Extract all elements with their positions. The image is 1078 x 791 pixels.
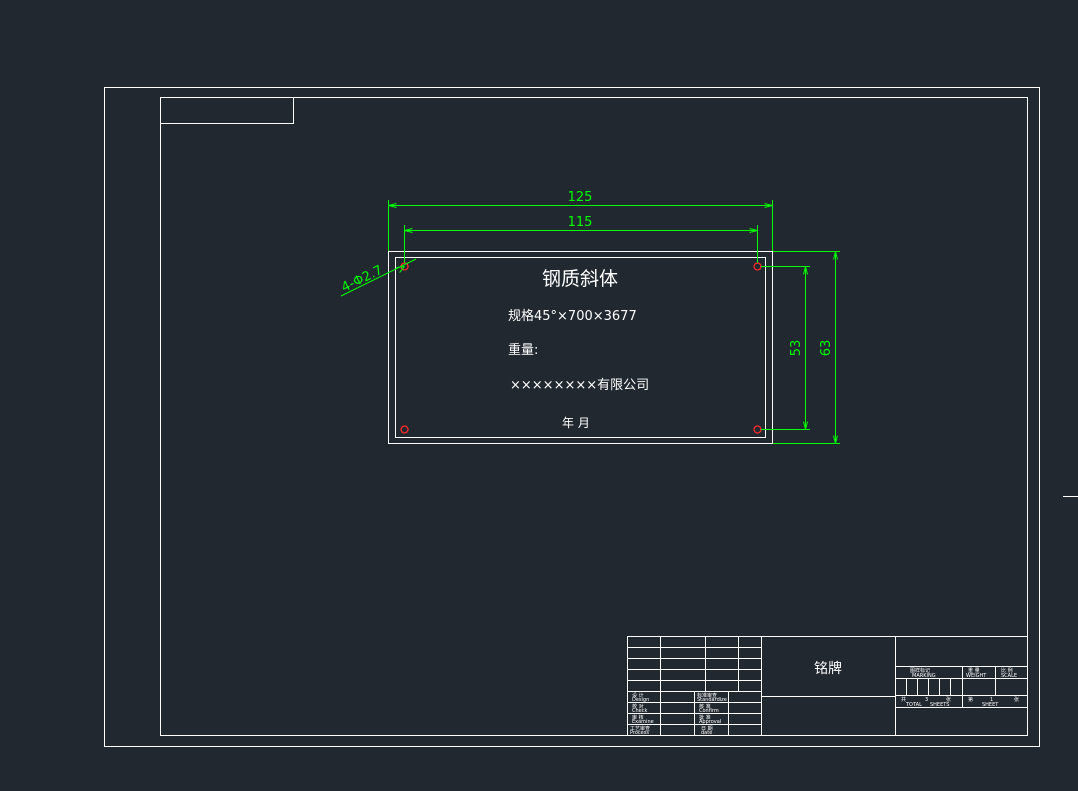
dimension-overall-height: 63 [773, 251, 840, 444]
tb-sheet-no: 1 [990, 697, 993, 703]
tb-standard-en: Standardize [697, 697, 727, 703]
plate-inner-border [395, 257, 766, 438]
tb-examine-cn: 审 核 [632, 714, 644, 721]
mount-hole-bottom-left [400, 425, 409, 434]
tb-date-en: date [701, 730, 712, 736]
tb-check-cn: 校 对 [632, 703, 644, 710]
tb-marking-cn: 图样标记 [910, 667, 930, 674]
top-left-box [160, 97, 294, 124]
tb-marking-en: MARKING [912, 673, 936, 679]
dimension-overall-width: 125 [388, 190, 773, 251]
dimension-hole-spacing-y: 53 [761, 266, 810, 430]
hole-callout-label: 4-Φ2.7 [339, 263, 385, 296]
tb-design-cn: 设 计 [632, 692, 644, 699]
plate-weight: 重量: [508, 342, 538, 358]
tb-sheet-en: SHEET [982, 702, 999, 708]
tb-confirm-en: Confirm [699, 708, 719, 714]
tb-date-cn: 日 期 [701, 726, 713, 732]
plate-company: ××××××××有限公司 [510, 378, 649, 393]
tb-scale-en: SCALE [1001, 673, 1017, 679]
tb-examine-en: Examine [632, 719, 654, 725]
tb-total-suffix: 张 [946, 696, 951, 703]
outer-border [104, 87, 1040, 747]
dimension-label-63: 63 [819, 340, 834, 357]
tb-weight-en: WEIGHT [966, 673, 987, 679]
plate-title: 钢质斜体 [542, 268, 618, 290]
dimension-label-125: 125 [568, 190, 593, 205]
plate-date: 年 月 [562, 416, 590, 430]
inner-border [160, 97, 1028, 736]
tb-sheet-suffix: 张 [1014, 696, 1019, 703]
tb-scale-cn: 比 例 [1001, 667, 1013, 674]
dimension-hole-spacing-x: 115 [404, 215, 758, 263]
tb-process-cn: 工艺审查 [630, 725, 650, 732]
tb-sheets-en: SHEETS [930, 702, 949, 708]
hole-callout-leader: 4-Φ2.7 [339, 258, 417, 297]
tb-confirm-cn: 核 准 [699, 703, 711, 710]
tb-sheet-prefix: 第 [968, 696, 973, 703]
tb-design-en: Design [632, 697, 649, 703]
tb-total-prefix: 共 [901, 696, 906, 703]
mount-hole-bottom-right [753, 425, 762, 434]
title-block: 设 计 Design 校 对 Check 审 核 Examine 工艺审查 Pr… [627, 636, 1028, 736]
tb-approval-cn: 批 准 [699, 714, 711, 721]
tb-check-en: Check [632, 708, 647, 714]
tb-total-en: TOTAL [905, 702, 922, 708]
tb-standard-cn: 标准审查 [697, 692, 717, 699]
dimension-label-53: 53 [789, 340, 804, 357]
mount-hole-top-right [753, 262, 762, 271]
tb-process-en: Process [630, 730, 649, 736]
part-name: 铭牌 [814, 660, 842, 677]
plate-outline [388, 251, 773, 444]
tb-weight-cn: 重 量 [968, 667, 980, 674]
tb-total-count: 3 [925, 697, 928, 703]
tb-approval-en: Approval [699, 719, 721, 725]
dimension-label-115: 115 [568, 215, 593, 230]
plate-spec: 规格45°×700×3677 [508, 308, 637, 324]
